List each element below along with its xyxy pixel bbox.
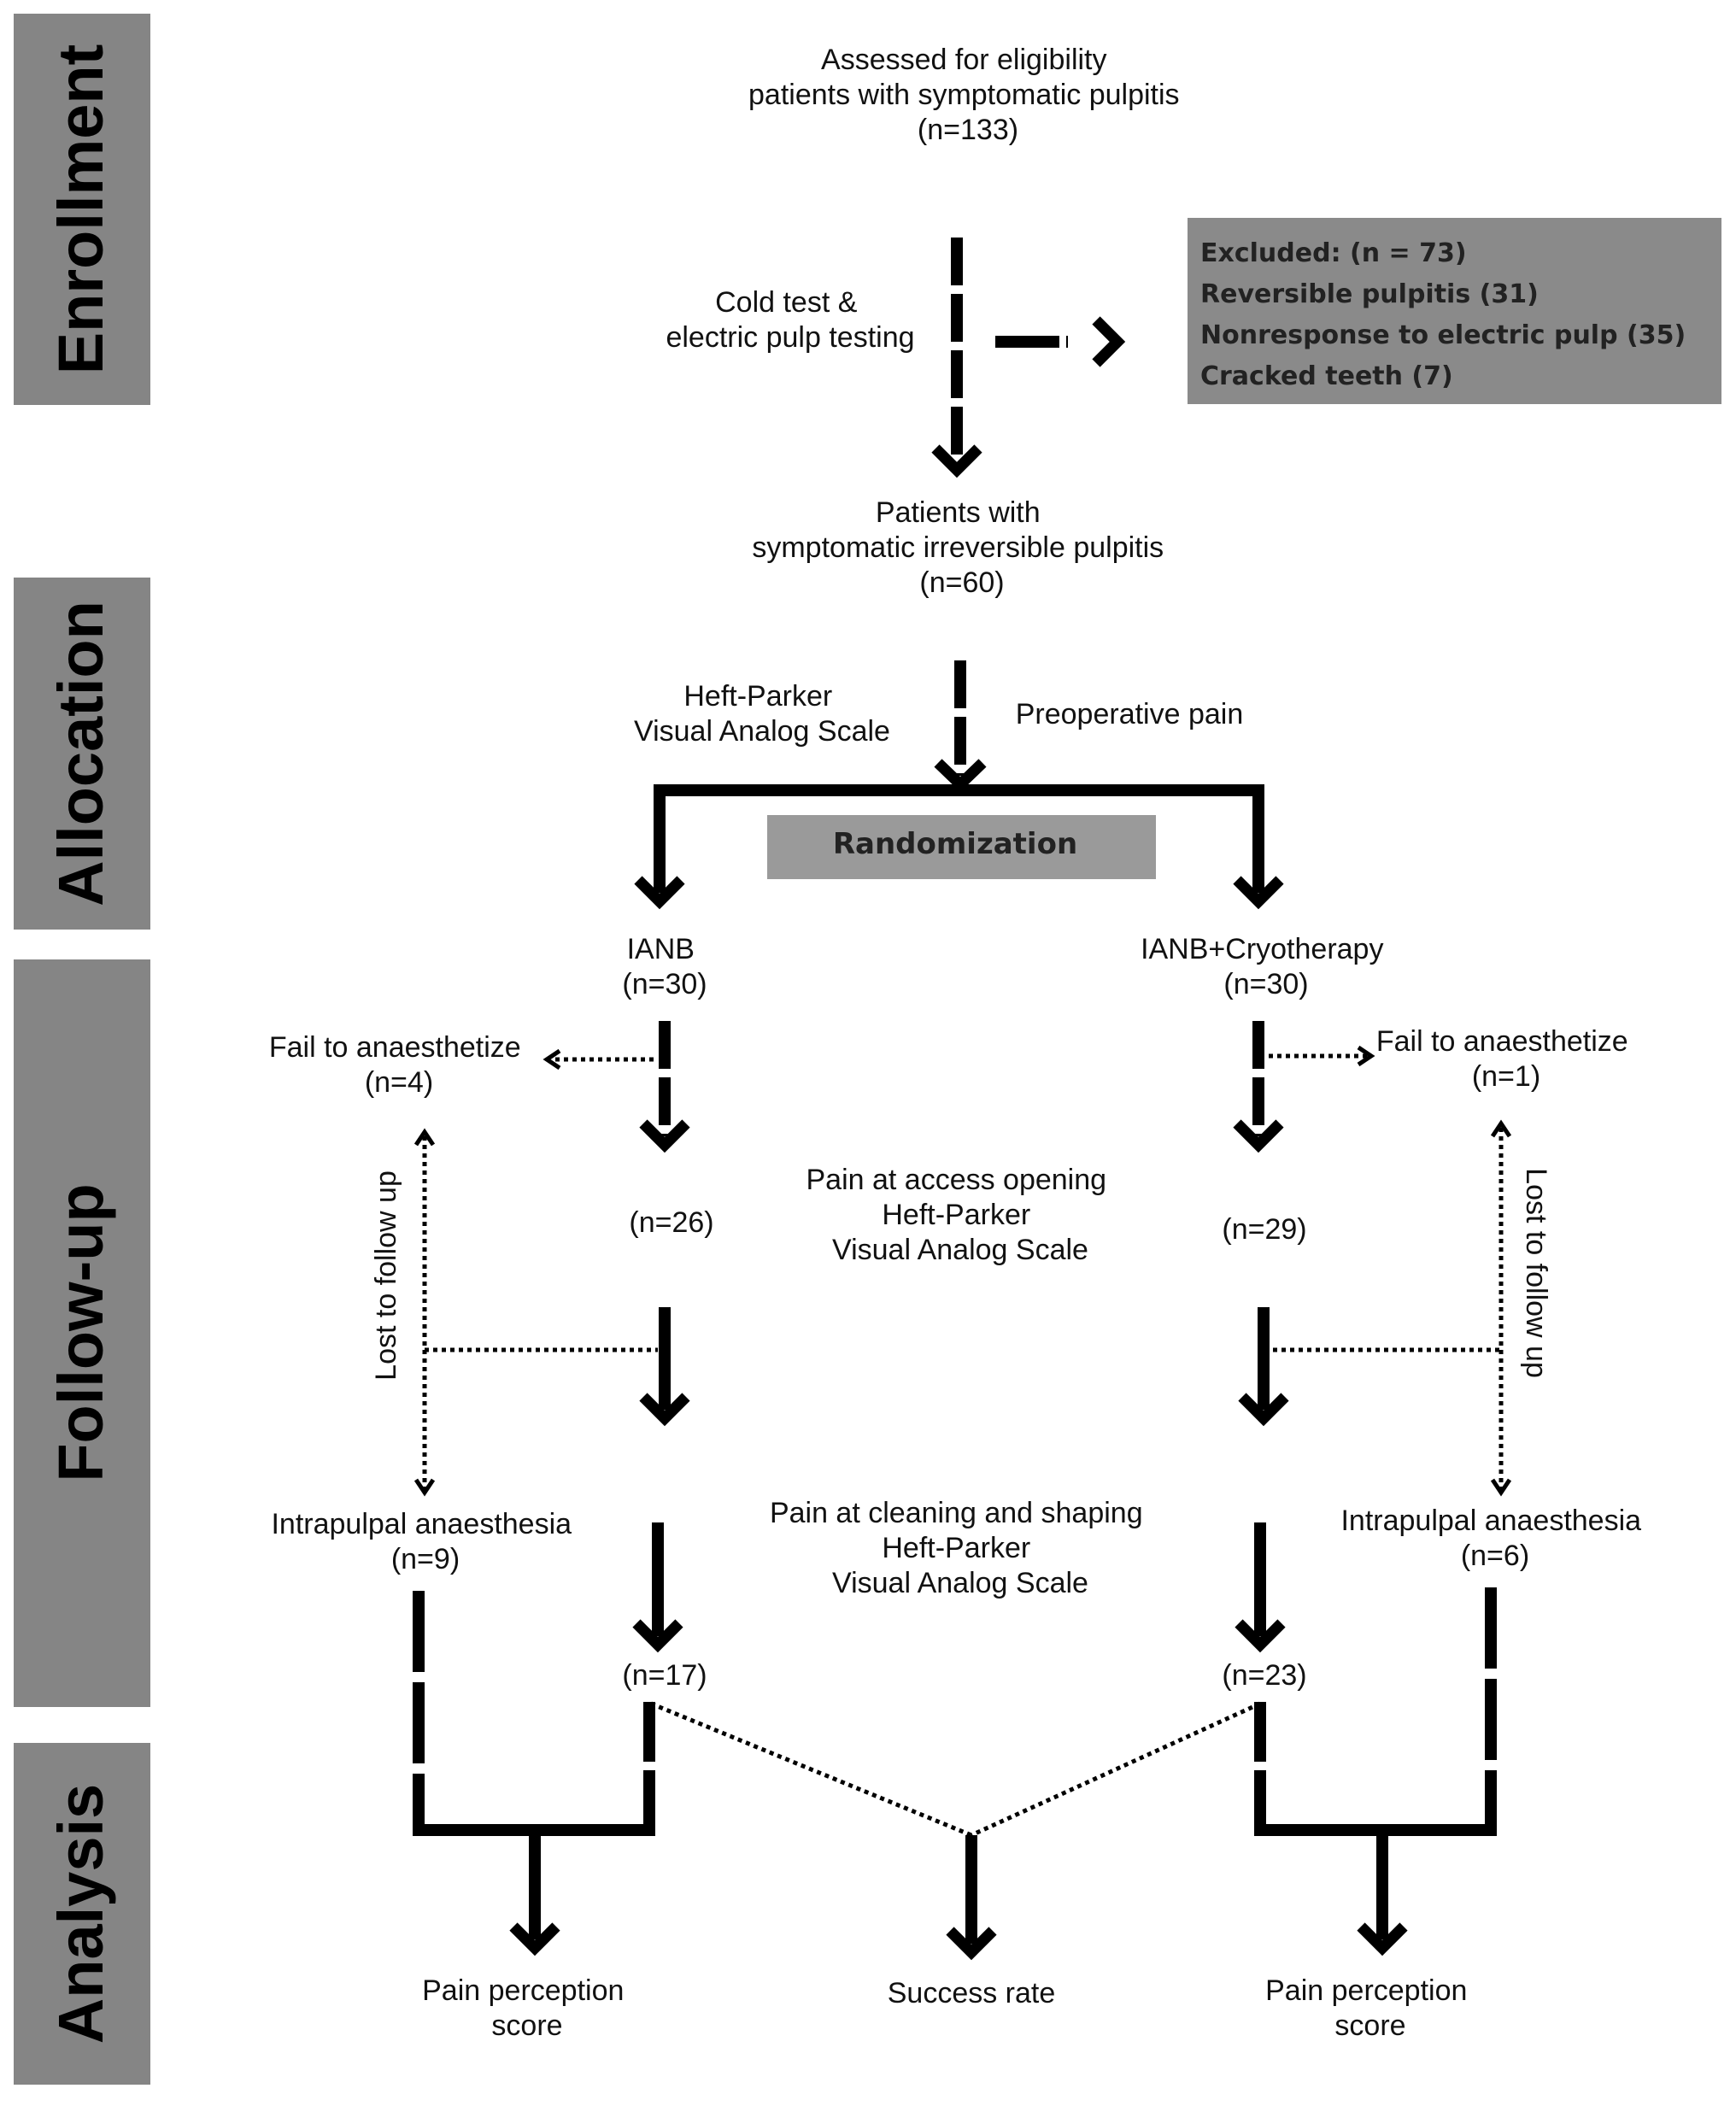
access-pain-label: Pain at access opening Heft-Parker Visua… (806, 1164, 1114, 1266)
allocation-connectors (634, 660, 1284, 910)
analysis-connectors (413, 1587, 1497, 1961)
right-fail-node: Fail to anaesthetize (n=1) (1376, 1025, 1636, 1093)
phase-label-enrollment: Enrollment (45, 44, 116, 374)
phase-label-allocation: Allocation (45, 601, 116, 906)
enrollment-connectors (931, 238, 1126, 478)
shaping-pain-label: Pain at cleaning and shaping Heft-Parker… (770, 1497, 1151, 1599)
baseline-measure-label: Heft-Parker Visual Analog Scale (634, 680, 890, 748)
screening-label: Cold test & electric pulp testing (666, 286, 914, 354)
lost-to-follow-up-left: Lost to follow up (370, 1170, 402, 1381)
left-after-access-count: (n=26) (629, 1206, 713, 1239)
assessed-node: Assessed for eligibility patients with s… (748, 44, 1188, 146)
right-outcome-node: Pain perception score (1265, 1974, 1475, 2042)
preop-pain-label: Preoperative pain (1016, 698, 1244, 730)
left-intrapulpal-node: Intrapulpal anaesthesia (n=9) (271, 1508, 579, 1575)
right-after-access-count: (n=29) (1222, 1213, 1306, 1246)
eligible-node: Patients with symptomatic irreversible p… (752, 496, 1171, 599)
right-group-node: IANB+Cryotherapy (n=30) (1141, 933, 1392, 1000)
phase-label-follow-up: Follow-up (45, 1183, 116, 1481)
phase-bars: Enrollment Allocation Follow-up Analysis (14, 14, 150, 2085)
left-final-count: (n=17) (622, 1659, 707, 1692)
right-intrapulpal-node: Intrapulpal anaesthesia (n=6) (1340, 1505, 1649, 1572)
phase-bar-allocation (14, 578, 150, 930)
center-outcome-node: Success rate (888, 1977, 1056, 2009)
phase-bar-analysis (14, 1743, 150, 2085)
left-fail-node: Fail to anaesthetize (n=4) (269, 1031, 529, 1099)
left-outcome-node: Pain perception score (422, 1974, 632, 2042)
phase-bar-follow-up (14, 959, 150, 1707)
lost-to-follow-up-right: Lost to follow up (1520, 1168, 1552, 1378)
excluded-text: Excluded: (n = 73) Reversible pulpitis (… (1200, 238, 1695, 391)
phase-label-analysis: Analysis (45, 1784, 116, 2044)
phase-bar-enrollment (14, 14, 150, 405)
randomization-label: Randomization (833, 827, 1077, 861)
excluded-box (1188, 218, 1721, 404)
follow-up-connectors (413, 1021, 1512, 1653)
right-final-count: (n=23) (1222, 1659, 1306, 1692)
left-group-node: IANB (n=30) (622, 933, 707, 1000)
randomization-box (767, 815, 1156, 879)
